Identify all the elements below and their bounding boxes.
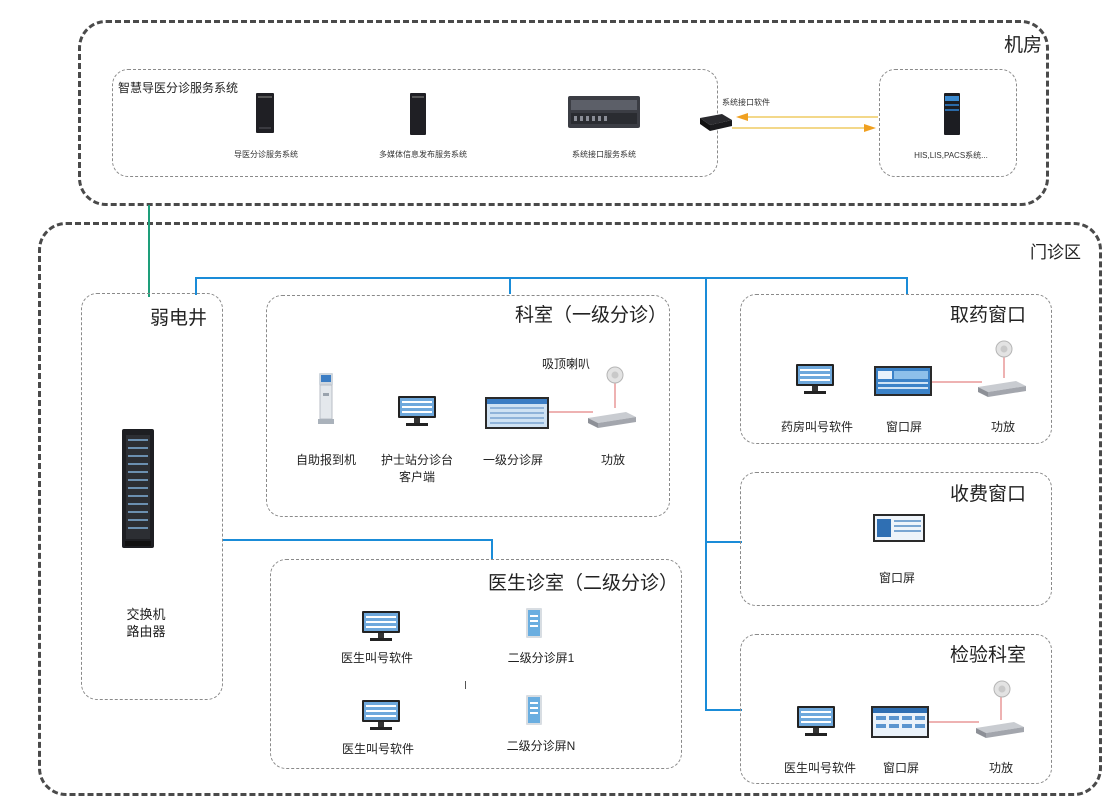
self-checkin-kiosk-icon <box>318 373 334 424</box>
pharmacy-device-label-software: 药房叫号软件 <box>780 420 854 434</box>
vertical-screen-icon <box>526 608 542 638</box>
switch-router-label: 交换机 路由器 <box>126 607 166 639</box>
dept-device-label-nurse: 护士站分诊台 客户端 <box>380 453 454 484</box>
amplifier-link-line <box>932 354 1005 383</box>
branch-cashier <box>705 541 742 543</box>
dept-title: 科室（一级分诊） <box>515 305 668 326</box>
doctor-room-title: 医生诊室（二级分诊） <box>488 573 679 594</box>
pharmacy-device-label-screen: 窗口屏 <box>885 420 923 434</box>
computer-icon <box>362 611 400 641</box>
vertical-screen-icon <box>526 695 542 725</box>
pharmacy-device-label-amp: 功放 <box>990 420 1016 434</box>
link-weak-well-to-doctor-room <box>222 539 493 541</box>
backbone-right-trunk <box>705 277 707 710</box>
doctor-device-label-3: 医生叫号软件 <box>341 742 415 756</box>
ceiling-speaker-label: 吸顶喇叭 <box>541 357 591 371</box>
machine-room-zone <box>78 20 1049 206</box>
outpatient-zone <box>38 222 1102 796</box>
doctor-device-label-1: 医生叫号软件 <box>340 651 414 665</box>
dept-device-label-screen: 一级分诊屏 <box>482 453 544 467</box>
ceiling-speaker-icon <box>606 366 624 384</box>
main-backbone-line <box>195 277 908 279</box>
link-machine-room-to-weak-well <box>148 205 150 297</box>
ceiling-speaker-icon <box>993 680 1011 698</box>
server-label-interface: 系统接口服务系统 <box>572 150 636 159</box>
link-doctor-room-drop <box>491 539 493 559</box>
tower-server-icon <box>256 93 274 133</box>
network-cabinet-icon <box>122 429 154 548</box>
computer-icon <box>796 364 834 394</box>
pharmacy-title: 取药窗口 <box>950 305 1027 326</box>
backbone-drop-dept <box>509 277 511 294</box>
window-screen-icon <box>873 514 925 542</box>
lab-device-label-amp: 功放 <box>988 761 1014 775</box>
weak-well-box <box>81 293 223 700</box>
dept-device-label-kiosk: 自助报到机 <box>295 453 357 467</box>
lab-device-label-software: 医生叫号软件 <box>783 761 857 775</box>
doctor-device-label-2: 二级分诊屏1 <box>507 651 575 665</box>
backbone-drop-pharmacy <box>906 277 908 295</box>
his-label: HIS,LIS,PACS系统... <box>914 151 988 160</box>
lab-device-label-screen: 窗口屏 <box>882 761 920 775</box>
dept-box <box>266 295 670 517</box>
weak-well-title: 弱电井 <box>150 308 208 329</box>
machine-room-title: 机房 <box>1004 35 1043 56</box>
window-screen-icon <box>874 366 932 396</box>
branch-lab <box>705 709 742 711</box>
doctor-room-box <box>270 559 682 769</box>
his-system-box <box>879 69 1017 177</box>
pharmacy-box <box>740 294 1052 444</box>
rack-server-icon <box>568 96 640 128</box>
outpatient-title: 门诊区 <box>1030 243 1081 262</box>
tower-server-icon <box>410 93 426 135</box>
backbone-drop-weak-well <box>195 277 197 295</box>
amplifier-icon <box>976 722 1024 738</box>
lab-title: 检验科室 <box>950 645 1027 666</box>
computer-icon <box>362 700 400 730</box>
amplifier-link-line <box>929 696 1002 723</box>
tower-server-icon <box>944 93 960 135</box>
smart-system-title: 智慧导医分诊服务系统 <box>118 81 239 95</box>
cashier-device-label-screen: 窗口屏 <box>878 571 916 585</box>
server-label-multimedia: 多媒体信息发布服务系统 <box>379 150 467 159</box>
ellipsis-marker <box>465 681 466 689</box>
computer-icon <box>398 396 436 426</box>
cashier-title: 收费窗口 <box>950 484 1027 505</box>
window-screen-icon <box>871 706 929 738</box>
data-flow-arrows <box>732 113 878 132</box>
interface-software-label: 系统接口软件 <box>722 98 770 107</box>
server-label-guide: 导医分诊服务系统 <box>234 150 298 159</box>
computer-icon <box>797 706 835 736</box>
lab-box <box>740 634 1052 784</box>
ceiling-speaker-icon <box>995 340 1013 358</box>
dept-device-label-amp: 功放 <box>600 453 626 467</box>
amplifier-icon <box>978 381 1026 397</box>
doctor-device-label-4: 二级分诊屏N <box>506 739 576 753</box>
amplifier-icon <box>588 412 636 428</box>
amplifier-link-line <box>549 382 616 413</box>
cashier-box <box>740 472 1052 606</box>
interface-device-icon <box>700 114 732 131</box>
display-screen-icon <box>485 397 549 429</box>
